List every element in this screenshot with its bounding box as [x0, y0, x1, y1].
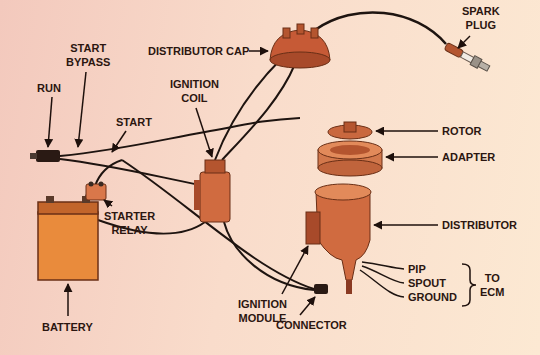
leader-line	[78, 72, 86, 147]
part-label: ADAPTER	[442, 150, 495, 164]
part-label: RUN	[37, 81, 61, 95]
part-label: SPARK PLUG	[462, 4, 500, 32]
bracket	[462, 264, 476, 306]
spark-plug-symbol	[444, 42, 491, 73]
spout-wire	[362, 266, 404, 283]
leader-lines	[48, 36, 470, 316]
switch-plug	[36, 150, 60, 162]
wire	[224, 222, 314, 290]
adapter-bore	[330, 145, 370, 155]
part-label: IGNITION COIL	[170, 77, 219, 105]
plug-wire	[315, 12, 446, 44]
relay-body	[86, 184, 106, 200]
adapter-top	[318, 141, 382, 159]
leader-line	[104, 200, 112, 206]
connector-symbol	[314, 284, 328, 294]
wire	[222, 64, 295, 160]
coil-body	[200, 172, 230, 222]
part-label: BATTERY	[42, 320, 93, 334]
distributor-cap-symbol	[270, 24, 330, 68]
distributor-symbol	[306, 184, 371, 294]
leader-line	[67, 284, 69, 316]
cap-rim	[270, 52, 330, 68]
relay-stud	[89, 182, 94, 187]
part-label: GROUND	[408, 290, 457, 304]
cap-tower	[311, 28, 318, 38]
distributor-shaft	[346, 280, 352, 294]
adapter-base	[318, 160, 382, 176]
leader-line	[300, 297, 315, 315]
terminal	[46, 196, 54, 203]
leader-line	[196, 108, 212, 157]
ignition-module	[306, 212, 320, 244]
plug-thread	[478, 61, 490, 71]
relay-stud	[99, 182, 104, 187]
part-label: PIP	[408, 262, 426, 276]
leader-line	[458, 36, 470, 48]
leader-line	[374, 224, 438, 226]
wire	[60, 159, 200, 185]
cap-tower	[283, 28, 290, 38]
leader-line	[386, 156, 438, 158]
distributor-top	[315, 184, 371, 200]
part-label: START BYPASS	[66, 41, 110, 69]
leader-line	[249, 50, 268, 52]
wire	[215, 58, 282, 160]
ground-wire	[360, 270, 404, 297]
coil-bracket	[194, 180, 200, 210]
part-label: DISTRIBUTOR CAP	[148, 44, 249, 58]
leader-line	[376, 130, 438, 132]
part-label: SPOUT	[408, 276, 446, 290]
wire	[122, 160, 314, 289]
wire	[60, 118, 300, 156]
cap-tower	[297, 24, 304, 34]
battery-symbol	[38, 190, 98, 280]
plug-pin	[30, 153, 37, 159]
part-label: CONNECTOR	[276, 318, 347, 332]
adapter-symbol	[318, 141, 382, 176]
part-label: DISTRIBUTOR	[442, 218, 517, 232]
ignition-coil-symbol	[194, 160, 230, 222]
wire	[95, 160, 122, 186]
leader-line	[48, 97, 52, 147]
leader-line	[282, 246, 308, 294]
rotor-hub	[344, 122, 356, 132]
part-label: TO ECM	[480, 271, 504, 299]
part-label: START	[116, 115, 152, 129]
battery-case	[38, 212, 98, 280]
part-label: STARTER RELAY	[104, 209, 155, 237]
part-label: ROTOR	[442, 124, 482, 138]
rotor-symbol	[328, 122, 372, 139]
coil-cap	[205, 160, 225, 173]
distributor-body	[316, 192, 370, 280]
starter-relay-symbol	[86, 182, 106, 201]
leader-line	[112, 131, 126, 152]
battery-lid	[38, 202, 98, 214]
wiring	[60, 12, 446, 297]
